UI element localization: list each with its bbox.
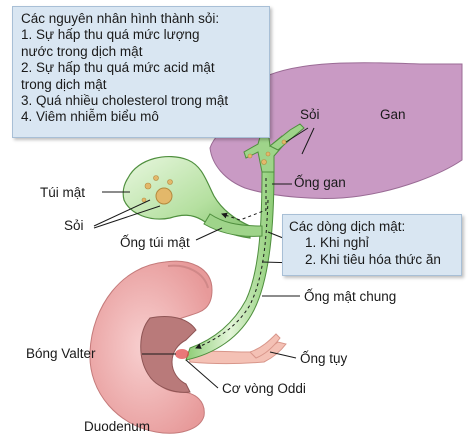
leader-soi-left-1	[93, 199, 151, 227]
leader-soi-top-2	[301, 127, 315, 155]
leader-ong-tui-mat	[195, 227, 223, 241]
flow-item: 1. Khi nghỉ	[305, 235, 369, 251]
leader-soi-top-1	[285, 127, 309, 143]
flow-arrow-digest	[195, 199, 269, 349]
cause-line: 4. Viêm nhiễm biểu mô	[21, 109, 159, 125]
causes-box: Các nguyên nhân hình thành sỏi: 1. Sự hấ…	[12, 6, 270, 138]
label-ong-tui-mat: Ống túi mật	[120, 235, 190, 250]
cause-line: 3. Quá nhiều cholesterol trong mật	[21, 93, 229, 109]
leader-ong-tuy	[269, 351, 297, 359]
hepatic-duct-branch-right	[269, 123, 305, 151]
flow-box: Các dòng dịch mật: 1. Khi nghỉ 2. Khi ti…	[282, 214, 462, 276]
label-soi-left: Sỏi	[64, 218, 84, 233]
stone	[261, 159, 267, 165]
stone	[167, 179, 173, 185]
label-soi-top: Sỏi	[300, 107, 320, 122]
duodenum-shape	[89, 260, 213, 434]
stone	[265, 151, 271, 157]
cause-line: 1. Sự hấp thu quá mức lượng	[21, 27, 200, 43]
stone	[141, 197, 147, 203]
stone	[144, 182, 152, 190]
label-ong-tuy: Ống tụy	[300, 351, 348, 366]
label-duodenum: Duodenum	[84, 419, 151, 434]
flow-title: Các dòng dịch mật:	[289, 219, 406, 234]
label-ong-gan: Ống gan	[294, 175, 346, 190]
label-ong-mat-chung: Ống mật chung	[304, 289, 397, 304]
stone	[281, 139, 287, 145]
cause-line: 2. Sự hấp thu quá mức acid mật	[21, 60, 215, 76]
label-tui-mat: Túi mật	[40, 185, 86, 200]
cystic-duct	[203, 213, 263, 237]
pancreatic-duct	[187, 341, 287, 364]
causes-title: Các nguyên nhân hình thành sỏi:	[21, 11, 220, 26]
flow-item: 2. Khi tiêu hóa thức ăn	[305, 251, 441, 267]
stone	[153, 175, 159, 181]
pancreatic-duct-branch	[249, 333, 281, 359]
ampulla-of-vater	[175, 349, 189, 359]
leader-soi-left-2	[93, 205, 161, 229]
cause-line: trong dịch mật	[21, 76, 107, 92]
cause-line: nước trong dịch mật	[21, 43, 143, 59]
leader-co-vong-oddi	[185, 359, 219, 389]
stone	[155, 187, 173, 205]
label-bong-valter: Bóng Valter	[26, 346, 96, 361]
label-gan: Gan	[380, 107, 406, 122]
label-co-vong-oddi: Cơ vòng Oddi	[222, 381, 306, 396]
duodenum-top-fold	[167, 264, 209, 289]
stone	[247, 153, 253, 159]
